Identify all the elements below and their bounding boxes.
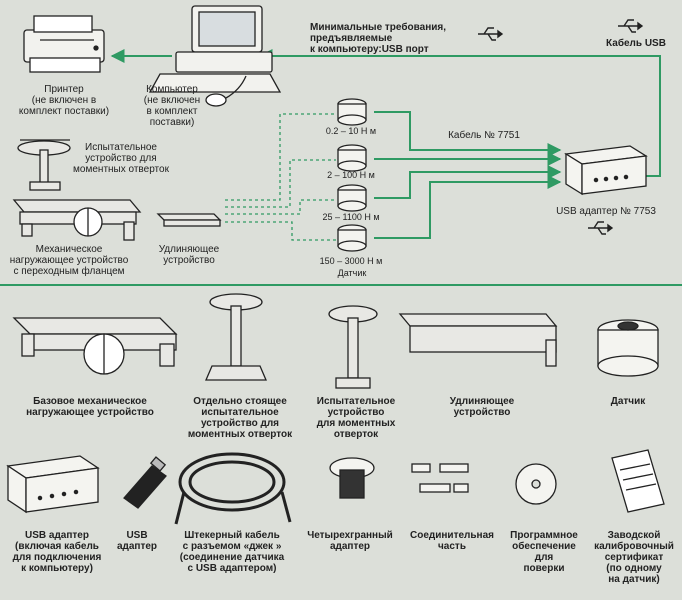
cable-7751-label: Кабель № 7751 bbox=[448, 130, 520, 141]
sensors-drawing bbox=[337, 98, 367, 252]
extension-label: Удлиняющее устройство bbox=[158, 244, 220, 266]
printer-label: Принтер (не включен в комплект поставки) bbox=[18, 84, 110, 117]
usb-cable-line bbox=[110, 49, 661, 177]
sensor-range-4: 150 – 3000 Н м bbox=[319, 256, 383, 266]
row2-drawings bbox=[6, 449, 665, 525]
tester-drawing bbox=[17, 139, 71, 191]
sensor-cables bbox=[374, 111, 562, 239]
tester-label: Испытательное устройство для моментных о… bbox=[73, 142, 169, 175]
part-label-base-loader: Базовое механическое нагружающее устройс… bbox=[26, 396, 154, 418]
usb-adapter-drawing bbox=[564, 145, 648, 196]
part-label-standalone-tester: Отдельно стоящее испытательное устройств… bbox=[187, 396, 293, 440]
part-label-usb-adapter: USB адаптер (включая кабель для подключе… bbox=[12, 530, 102, 574]
computer-icon bbox=[148, 5, 282, 107]
extension-drawing bbox=[156, 213, 222, 227]
row1-drawings bbox=[12, 293, 659, 389]
part-label-extension: Удлиняющее устройство bbox=[449, 396, 515, 418]
part-label-connector: Соединительная часть bbox=[410, 530, 494, 552]
mech-loader-label: Механическое нагружающее устройство с пе… bbox=[9, 244, 129, 277]
computer-label: Компьютер (не включен в комплект поставк… bbox=[143, 84, 201, 128]
part-label-software: Программное обеспечение для поверки bbox=[510, 530, 578, 574]
printer-icon bbox=[23, 15, 105, 73]
usb-symbol-icons bbox=[478, 19, 644, 235]
part-label-tester: Испытательное устройство для моментных о… bbox=[316, 396, 396, 440]
dashed-connections bbox=[225, 113, 336, 241]
requirements-label: Минимальные требования, предъявляемые к … bbox=[310, 22, 447, 55]
usb-cable-label: Кабель USB bbox=[606, 38, 666, 49]
part-label-jack-cable: Штекерный кабель с разъемом «джек » (сое… bbox=[179, 530, 285, 574]
part-label-square-adapter: Четырехгранный адаптер bbox=[307, 530, 393, 552]
sensor-range-3: 25 – 1100 Н м bbox=[322, 212, 380, 222]
loader-drawing bbox=[12, 199, 142, 241]
usb-adapter-label: USB адаптер № 7753 bbox=[556, 206, 656, 217]
sensor-caption: Датчик bbox=[337, 268, 367, 278]
sensor-range-2: 2 – 100 Н м bbox=[327, 170, 375, 180]
part-label-sensor: Датчик bbox=[610, 396, 646, 407]
part-label-usb-stick: USB адаптер bbox=[116, 530, 158, 552]
section-divider bbox=[0, 284, 682, 286]
sensor-range-1: 0.2 – 10 Н м bbox=[325, 126, 377, 136]
part-label-certificate: Заводской калибровочный сертификат (по о… bbox=[594, 530, 674, 585]
